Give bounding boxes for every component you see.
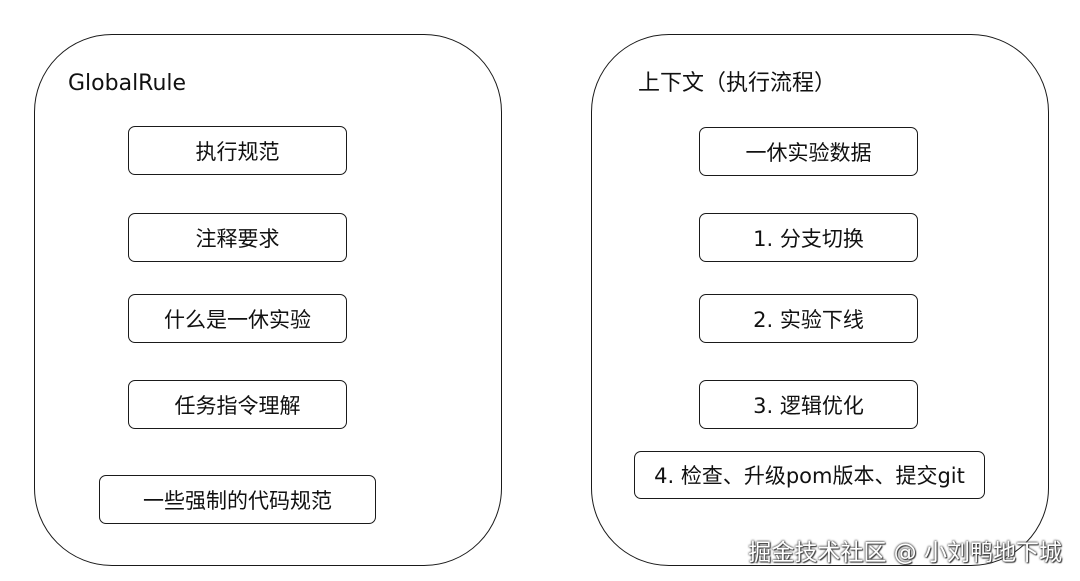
rule-box-execution-spec: 执行规范 [128,126,347,175]
context-box-experiment-offline: 2. 实验下线 [699,294,918,343]
watermark: 掘金技术社区 @ 小刘鸭地下城 [748,540,1062,566]
context-box-check-upgrade-commit: 4. 检查、升级pom版本、提交git [634,451,985,499]
context-box-logic-optimization: 3. 逻辑优化 [699,380,918,429]
rule-box-comment-requirements: 注释要求 [128,213,347,262]
rule-box-mandatory-code-spec: 一些强制的代码规范 [99,475,376,524]
rule-box-what-is-yixiu-experiment: 什么是一休实验 [128,294,347,343]
rule-box-task-instruction: 任务指令理解 [128,380,347,429]
context-title: 上下文（执行流程） [638,71,837,96]
context-box-experiment-data: 一休实验数据 [699,127,918,176]
global-rule-title: GlobalRule [68,71,187,96]
context-box-branch-switch: 1. 分支切换 [699,213,918,262]
